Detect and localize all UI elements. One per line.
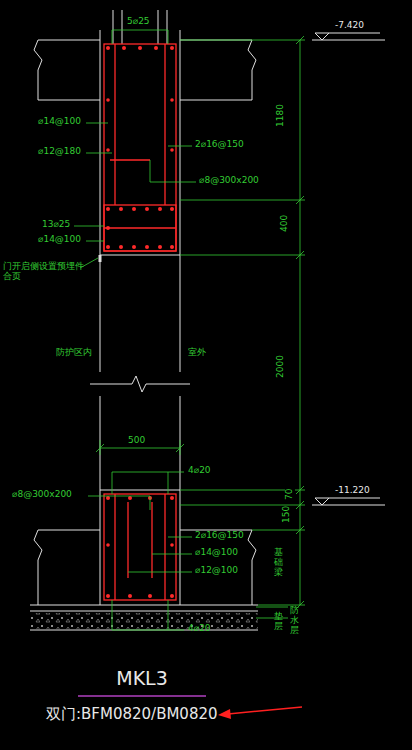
note-text: 门开启侧设置预埋件 合页 xyxy=(3,262,85,282)
elevation-mark: -11.220 xyxy=(335,486,370,496)
concrete-outline xyxy=(30,10,258,630)
rebar-dots xyxy=(106,46,174,598)
dimension-text: 500 xyxy=(128,436,145,446)
rebar-callout: ⌀14@100 xyxy=(38,117,81,127)
dimension-text: 1180 xyxy=(276,105,286,128)
rebar-callout: 4⌀20 xyxy=(188,466,211,476)
rebar-callout: 5⌀25 xyxy=(127,17,150,27)
dimension-text: 70 xyxy=(285,488,295,499)
caption-text: 双门:BFM0820/BM0820 xyxy=(46,706,218,723)
layer-label: 垫层 xyxy=(274,612,283,632)
pointer-arrow xyxy=(218,707,302,719)
rebar-callout: 4⌀20 xyxy=(188,624,211,634)
rebar-callout: ⌀14@100 xyxy=(38,235,81,245)
dimension-text: 150 xyxy=(282,505,292,522)
leader-lines xyxy=(74,30,288,630)
rebar-callout: ⌀8@300x200 xyxy=(12,490,72,500)
embedded-plate xyxy=(100,255,101,262)
gravel-bed xyxy=(30,613,258,629)
member-label: 基础梁 xyxy=(274,548,283,578)
dimension-text: 400 xyxy=(280,214,290,231)
rebar-callout: 13⌀25 xyxy=(42,220,70,230)
rebar-callout: ⌀12@180 xyxy=(38,147,81,157)
rebar-callout: ⌀8@300x200 xyxy=(199,176,259,186)
rebar-callout: 2⌀16@150 xyxy=(195,140,244,150)
rebar-callout: 2⌀16@150 xyxy=(195,531,244,541)
zone-label: 室外 xyxy=(188,348,206,358)
layer-label: 防水层 xyxy=(290,606,299,636)
rebar-callout: ⌀14@100 xyxy=(195,548,238,558)
rebar xyxy=(104,44,176,600)
title-text: MKL3 xyxy=(116,668,168,689)
dimension-lines xyxy=(96,36,305,609)
elevation-marks xyxy=(312,33,385,505)
title-underline xyxy=(78,695,206,697)
zone-label: 防护区内 xyxy=(56,348,92,358)
elevation-mark: -7.420 xyxy=(335,21,364,31)
dimension-text: 2000 xyxy=(276,356,286,379)
rebar-callout: ⌀12@100 xyxy=(195,566,238,576)
